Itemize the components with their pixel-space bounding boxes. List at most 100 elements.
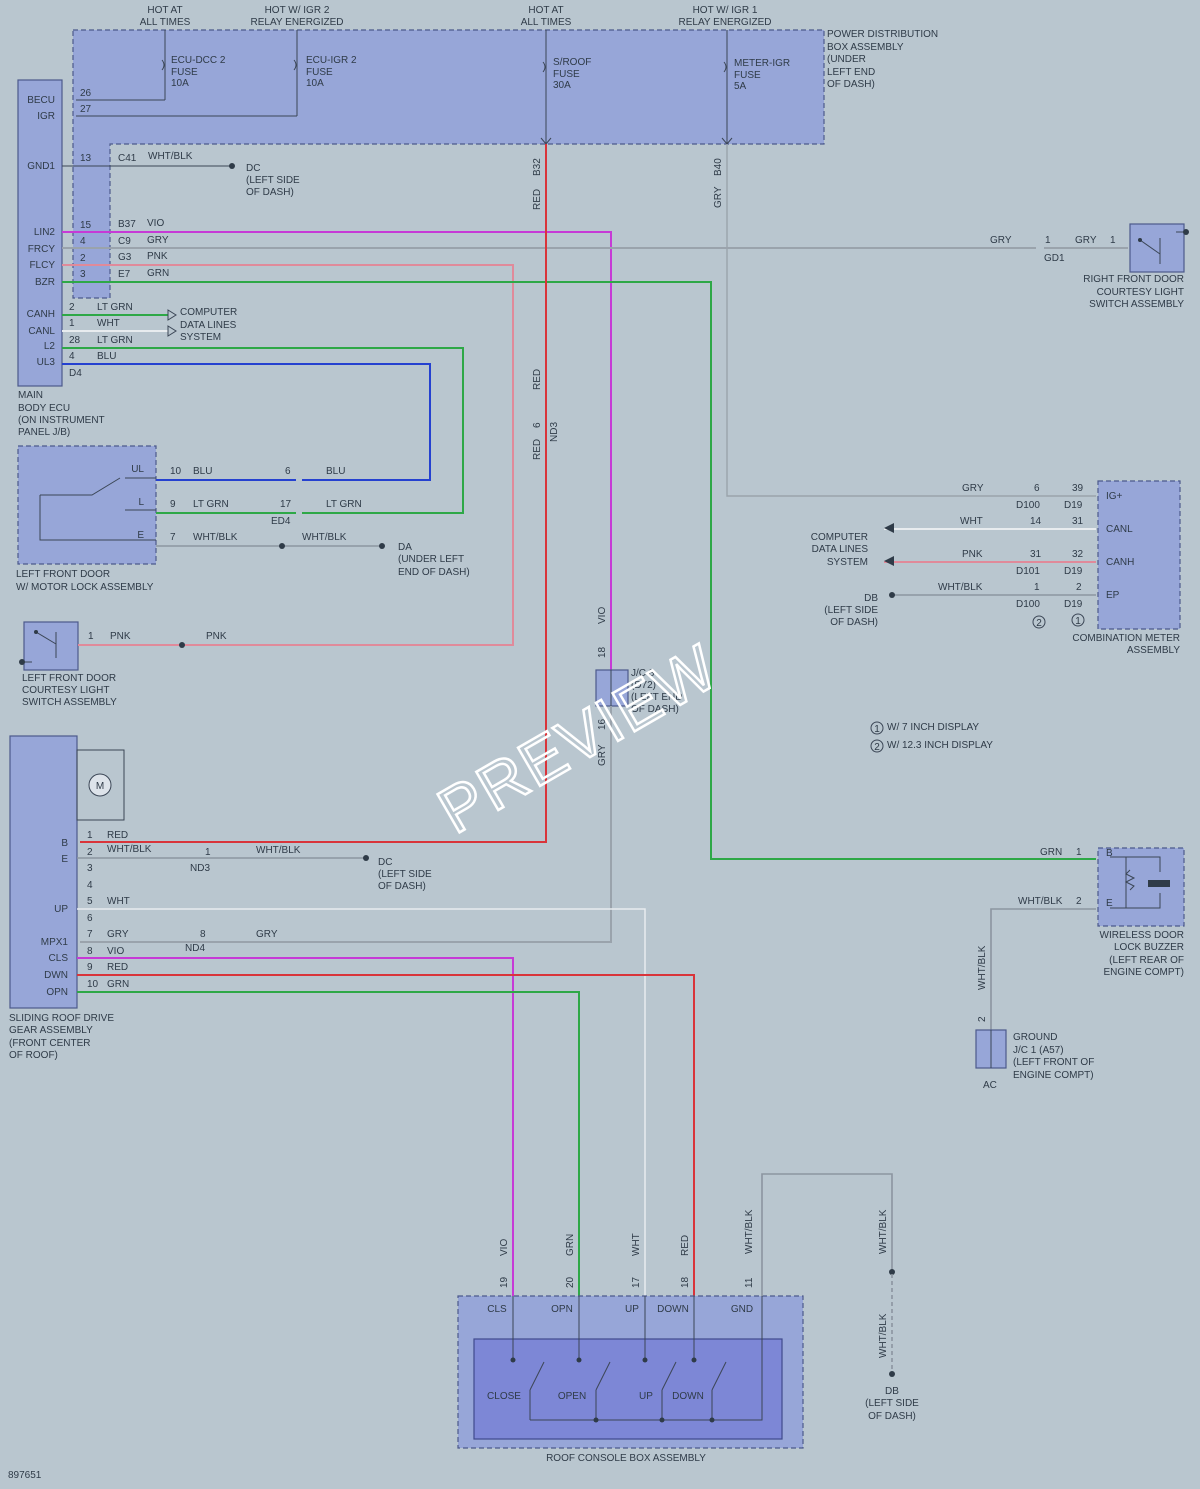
- pin-number: 17: [280, 499, 292, 510]
- ground-label: (LEFT SIDE: [865, 1398, 919, 1409]
- pin-number: 6: [87, 913, 93, 924]
- pin-number: 5: [87, 896, 93, 907]
- ecu-pin: CANL: [28, 326, 55, 337]
- component-name: ENGINE COMPT): [1103, 967, 1184, 978]
- component-name: LEFT FRONT DOOR: [16, 569, 110, 580]
- wire-color: RED: [532, 189, 543, 210]
- fuse-label: FUSE: [734, 70, 761, 81]
- connector-code: C9: [118, 236, 131, 247]
- pin-number: 17: [631, 1276, 642, 1288]
- pin-label: UL: [131, 464, 144, 475]
- fuse-amp: 30A: [553, 80, 571, 91]
- fuse-name: ECU-DCC 2: [171, 55, 226, 66]
- ecu-pin: FRCY: [28, 244, 56, 255]
- connector-code: E7: [118, 269, 131, 280]
- ground-label: (LEFT SIDE: [378, 869, 432, 880]
- pin-number: 4: [69, 351, 75, 362]
- wire-color: WHT/BLK: [744, 1209, 755, 1254]
- pin-label: E: [137, 530, 144, 541]
- ground-label: (LEFT SIDE: [824, 605, 878, 616]
- component-name: COURTESY LIGHT: [1097, 287, 1184, 298]
- pin-number: 1: [205, 847, 211, 858]
- ecu-pin: BECU: [27, 95, 55, 106]
- pin-number: 11: [744, 1277, 755, 1288]
- ground-label: J/C 1 (A57): [1013, 1045, 1064, 1056]
- pin-number: 26: [80, 88, 92, 99]
- connector-code: B37: [118, 219, 136, 230]
- wire-color: GRY: [256, 929, 278, 940]
- component-name: ROOF CONSOLE BOX ASSEMBLY: [546, 1453, 706, 1464]
- pin-number: 6: [1034, 483, 1040, 494]
- connector-code: ND3: [190, 863, 210, 874]
- trunk-labels: B32 RED RED 6 RED ND3 B40 GRY: [532, 158, 724, 460]
- pin-number: 27: [80, 104, 92, 115]
- wire-color: BLU: [97, 351, 116, 362]
- notes: 1 W/ 7 INCH DISPLAY 2 W/ 12.3 INCH DISPL…: [870, 721, 993, 753]
- component-name: LEFT FRONT DOOR: [22, 673, 116, 684]
- hot-labels: HOT AT ALL TIMES HOT W/ IGR 2 RELAY ENER…: [140, 5, 772, 28]
- ground-label: OF DASH): [830, 617, 878, 628]
- fuse-amp: 10A: [171, 78, 189, 89]
- connector-code: B32: [532, 158, 543, 176]
- pin-number: 2: [80, 253, 86, 264]
- pin-number: 15: [80, 220, 92, 231]
- wire-color: PNK: [147, 251, 168, 262]
- wire-color: PNK: [206, 631, 227, 642]
- ecu-pin: LIN2: [34, 227, 56, 238]
- component-name: (LEFT REAR OF: [1109, 955, 1184, 966]
- component-name: RIGHT FRONT DOOR: [1083, 274, 1184, 285]
- component-name: W/ MOTOR LOCK ASSEMBLY: [16, 582, 154, 593]
- note-text: W/ 7 INCH DISPLAY: [887, 722, 979, 733]
- motor-symbol: M: [96, 781, 104, 792]
- connector-code: D4: [69, 368, 82, 379]
- connector-code: GD1: [1044, 253, 1065, 264]
- fuse-name: ECU-IGR 2: [306, 55, 357, 66]
- pin-number: 10: [170, 466, 182, 477]
- ground-label: GROUND: [1013, 1032, 1057, 1043]
- pin-number: 2: [977, 1016, 988, 1022]
- connector-code: D19: [1064, 500, 1083, 511]
- wire-color: RED: [107, 830, 128, 841]
- wire-color: WHT/BLK: [938, 582, 983, 593]
- wire-color: LT GRN: [97, 302, 133, 313]
- pin-label: B: [61, 838, 68, 849]
- pin-number: 18: [680, 1276, 691, 1288]
- pin-number: 4: [87, 880, 93, 891]
- pin-number: 9: [87, 962, 93, 973]
- ground-ac: WHT/BLK 2 AC GROUND J/C 1 (A57) (LEFT FR…: [975, 945, 1094, 1091]
- wire-color: LT GRN: [193, 499, 229, 510]
- note-mark: 1: [1075, 616, 1081, 627]
- pin-number: 6: [285, 466, 291, 477]
- pin-number: 39: [1072, 483, 1084, 494]
- pin-number: 4: [80, 236, 86, 247]
- wire-color: GRN: [147, 268, 169, 279]
- pin-label: CANH: [1106, 557, 1134, 568]
- pin-number: 31: [1072, 516, 1084, 527]
- fuse-label: FUSE: [306, 67, 333, 78]
- pdb-name: (UNDER: [827, 54, 866, 65]
- ground-label: OF DASH): [868, 1411, 916, 1422]
- main-body-ecu: BECU IGR GND1 LIN2 FRCY FLCY BZR CANH CA…: [17, 79, 137, 438]
- connector-code: G3: [118, 252, 132, 263]
- pin-number: 3: [80, 269, 86, 280]
- connector-code: D101: [1016, 566, 1040, 577]
- component-name: SWITCH ASSEMBLY: [1089, 299, 1184, 310]
- cdl-label: SYSTEM: [180, 332, 221, 343]
- connector-code: D19: [1064, 599, 1083, 610]
- wire-color: VIO: [107, 946, 124, 957]
- wire-color: GRY: [147, 235, 169, 246]
- wire-color: WHT/BLK: [1018, 896, 1063, 907]
- pin-label: IG+: [1106, 491, 1123, 502]
- wire-color: WHT: [960, 516, 983, 527]
- pin-number: 1: [1045, 235, 1051, 246]
- jc-label: J/C 8: [631, 668, 655, 679]
- component-name: COURTESY LIGHT: [22, 685, 109, 696]
- wire-color: GRY: [597, 744, 608, 766]
- right-front-door-courtesy-switch: RIGHT FRONT DOOR COURTESY LIGHT SWITCH A…: [1083, 223, 1189, 310]
- wire-color: VIO: [597, 607, 608, 624]
- ground-label: OF DASH): [246, 187, 294, 198]
- wire-color: RED: [532, 369, 543, 390]
- ecu-name: PANEL J/B): [18, 427, 70, 438]
- sliding-roof-drive-gear: M B E UP MPX1 CLS DWN OPN 1 2 3 4 5 6 7 …: [9, 735, 695, 1296]
